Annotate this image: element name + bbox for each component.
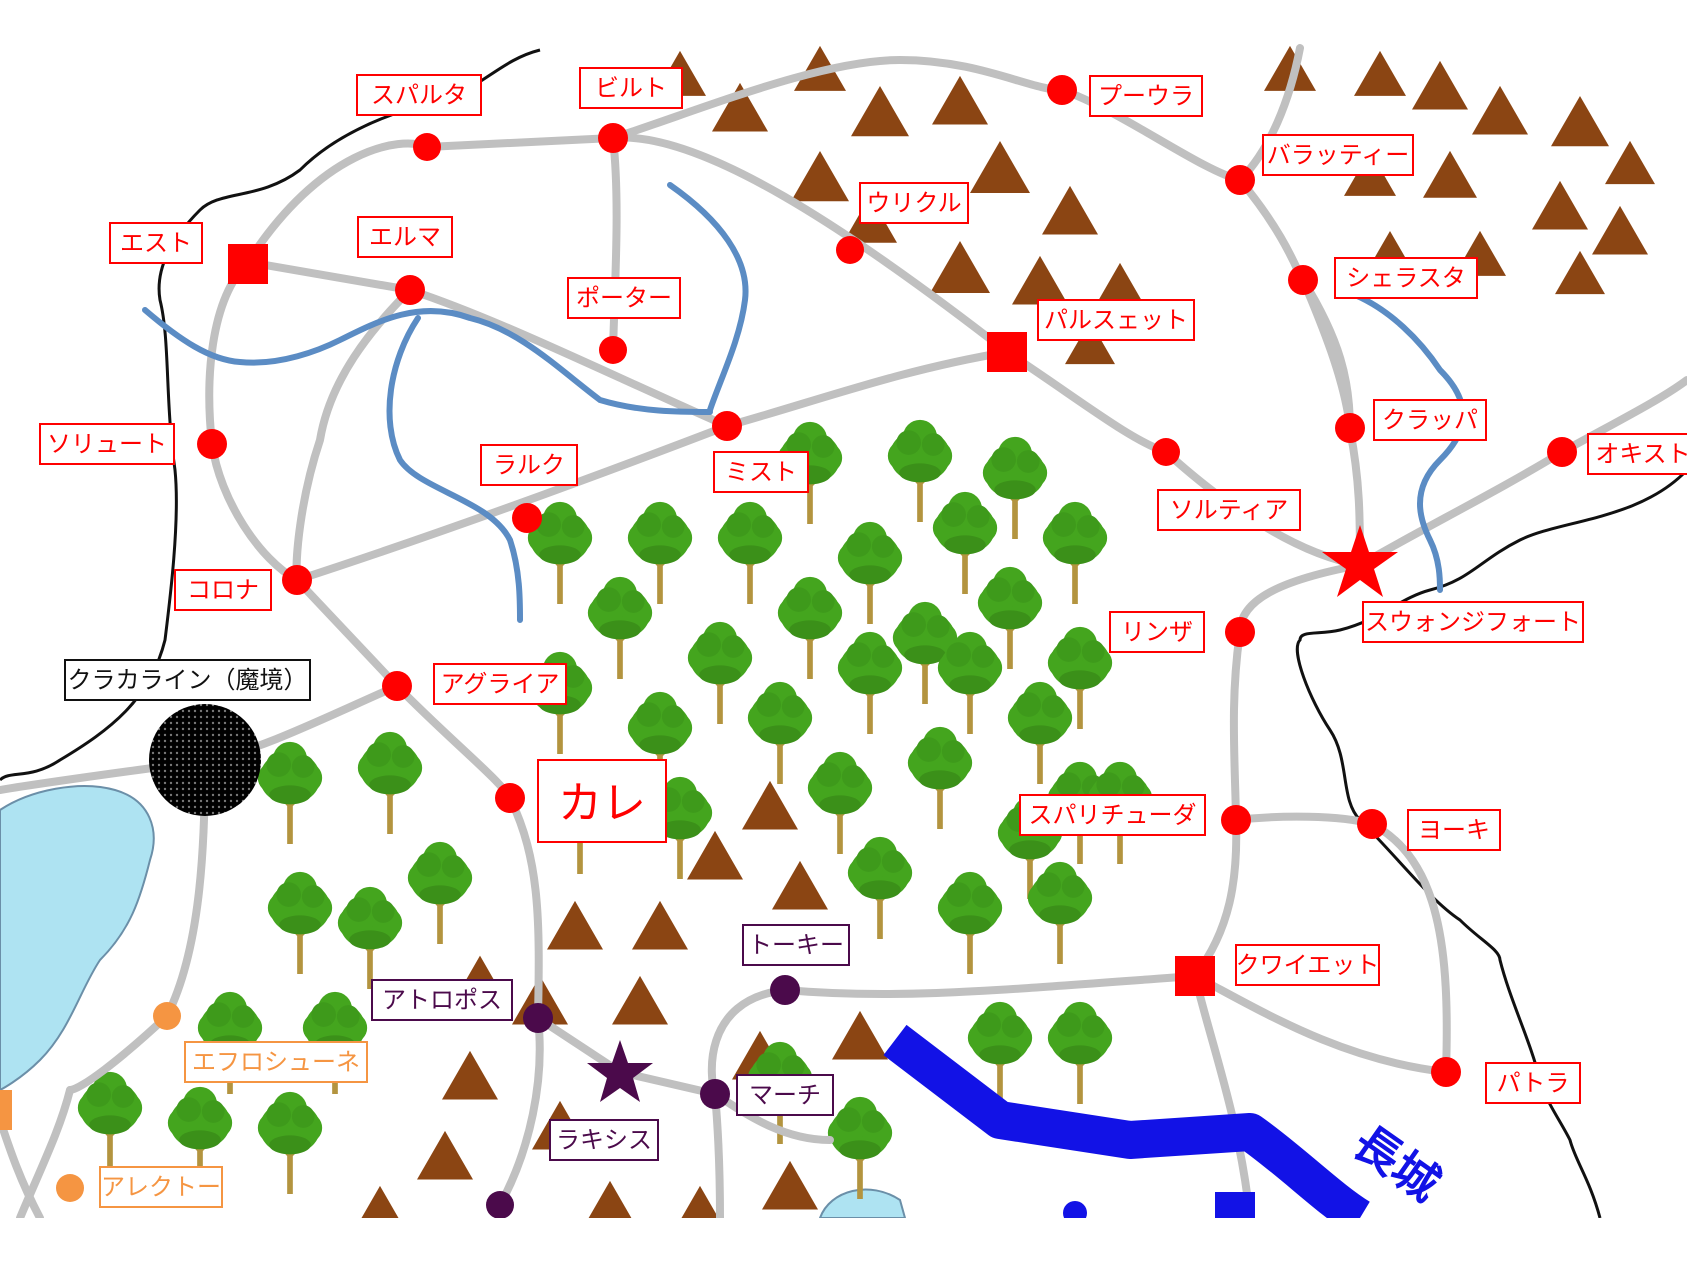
label-text-suparichuda: スパリチューダ: [1029, 801, 1197, 829]
label-esuto: エスト: [109, 222, 203, 264]
label-biruto: ビルト: [579, 67, 683, 109]
label-swonjifort: スウォンジフォート: [1362, 601, 1584, 643]
wall-fort-icon: [1215, 1192, 1255, 1218]
label-text-okisuto: オキスト: [1595, 440, 1687, 468]
kurakarain-mark: [149, 704, 261, 816]
label-text-eruma: エルマ: [369, 223, 441, 251]
label-text-kurappa: クラッパ: [1382, 406, 1478, 434]
label-text-kare: カレ: [558, 778, 646, 829]
label-patora: パトラ: [1485, 1062, 1581, 1104]
label-text-arekuto: アレクトー: [101, 1173, 221, 1201]
star-icon-rakishisu: [587, 1040, 653, 1102]
label-misuto: ミスト: [713, 451, 809, 493]
label-raruku: ラルク: [480, 444, 578, 486]
page-margin: [0, 1218, 1687, 1265]
rivers: [142, 182, 1466, 623]
label-okisuto: オキスト: [1587, 433, 1687, 475]
label-urikuru: ウリクル: [859, 182, 969, 224]
label-text-sparta: スパルタ: [371, 81, 467, 109]
label-text-yoki: ヨーキ: [1418, 816, 1490, 844]
label-text-soryuto: ソリュート: [47, 430, 167, 458]
label-efuroshune: エフロシューネ: [184, 1041, 368, 1083]
label-sparta: スパルタ: [356, 74, 482, 116]
label-text-urikuru: ウリクル: [866, 189, 961, 217]
label-text-kuwaietto: クワイエット: [1236, 951, 1380, 979]
label-text-machi: マーチ: [749, 1081, 821, 1109]
label-eruma: エルマ: [357, 216, 453, 258]
label-text-misuto: ミスト: [725, 458, 797, 486]
label-text-kurakarain: クラカライン（魔境）: [68, 666, 308, 694]
label-kurakarain: クラカライン（魔境）: [64, 659, 311, 701]
label-text-sherasuta: シェラスタ: [1346, 264, 1466, 292]
label-text-porta: ポーター: [576, 284, 672, 312]
label-suparichuda: スパリチューダ: [1019, 794, 1206, 836]
label-text-puura: プーウラ: [1098, 82, 1194, 110]
label-text-atoroposu: アトロポス: [382, 986, 502, 1014]
lake-west: [0, 785, 155, 1092]
label-yoki: ヨーキ: [1407, 809, 1501, 851]
label-rakishisu: ラキシス: [549, 1119, 659, 1161]
label-soryuto: ソリュート: [39, 423, 175, 465]
label-rinza: リンザ: [1109, 611, 1205, 653]
label-text-sorutia: ソルティア: [1170, 496, 1289, 524]
roads: [0, 44, 1687, 1222]
label-text-biruto: ビルト: [595, 74, 667, 102]
label-barattyi: バラッティー: [1262, 134, 1414, 176]
label-porta: ポーター: [567, 277, 681, 319]
label-atoroposu: アトロポス: [371, 979, 513, 1021]
label-text-patora: パトラ: [1497, 1069, 1570, 1097]
label-parusuetto: パルスェット: [1037, 299, 1195, 341]
label-korona: コロナ: [174, 569, 272, 611]
star-icon-swonjifort: [1322, 525, 1398, 597]
label-text-rakishisu: ラキシス: [556, 1126, 652, 1154]
label-text-toki: トーキー: [748, 931, 844, 959]
label-kurappa: クラッパ: [1373, 399, 1487, 441]
label-text-esuto: エスト: [120, 229, 192, 257]
label-aguraia: アグライア: [433, 663, 567, 705]
label-text-aguraia: アグライア: [441, 670, 560, 698]
label-text-rinza: リンザ: [1121, 618, 1193, 646]
label-sorutia: ソルティア: [1157, 489, 1301, 531]
label-kuwaietto: クワイエット: [1235, 944, 1380, 986]
label-kare: カレ: [537, 759, 667, 843]
label-sherasuta: シェラスタ: [1334, 257, 1478, 299]
label-machi: マーチ: [736, 1074, 834, 1116]
label-text-efuroshune: エフロシューネ: [192, 1048, 360, 1076]
label-text-barattyi: バラッティー: [1267, 141, 1410, 169]
label-text-korona: コロナ: [187, 576, 259, 604]
label-arekuto: アレクトー: [99, 1166, 223, 1208]
nodes: [0, 75, 1577, 1219]
label-text-parusuetto: パルスェット: [1044, 306, 1188, 334]
label-toki: トーキー: [742, 924, 850, 966]
label-text-swonjifort: スウォンジフォート: [1365, 608, 1581, 636]
great-wall: [883, 1024, 1371, 1235]
label-text-raruku: ラルク: [493, 451, 565, 479]
label-puura: プーウラ: [1089, 75, 1203, 117]
